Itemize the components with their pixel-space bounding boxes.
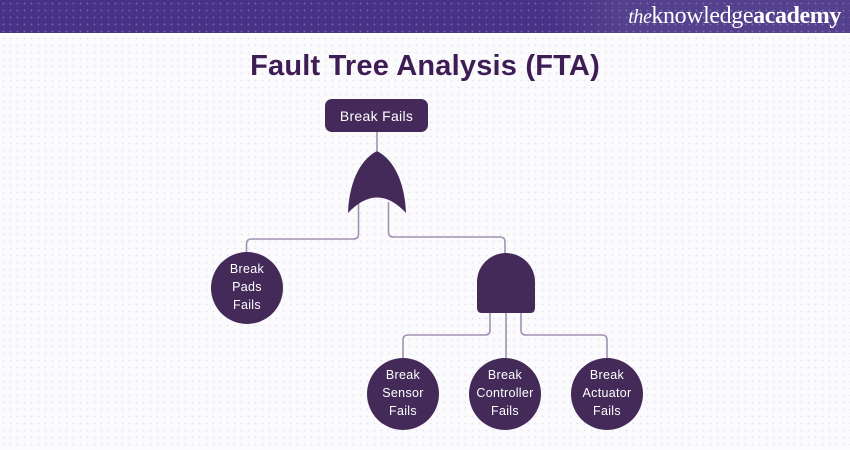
logic-gates	[348, 151, 535, 313]
event-label-line: Sensor	[382, 386, 424, 401]
event-label-line: Fails	[593, 403, 621, 418]
logo-word-academy: academy	[753, 3, 841, 29]
event-label-line: Break	[487, 368, 523, 383]
event-label-line: Fails	[491, 403, 519, 418]
logo-word-the: the	[628, 6, 652, 28]
event-label-line: Actuator	[582, 386, 632, 401]
wire-orgate-to-andgate	[387, 202, 506, 254]
wire-orgate-to-pads	[245, 202, 360, 253]
logo-background-panel	[550, 0, 850, 33]
event-label-line: Break	[229, 262, 265, 277]
wire-andgate-to-sensor	[402, 312, 491, 359]
page-title: Fault Tree Analysis (FTA)	[250, 50, 600, 82]
top-event-label: Break Fails	[339, 107, 414, 124]
or-gate-icon	[348, 151, 406, 213]
basic-event-break-pads: Break Pads Fails	[211, 252, 283, 324]
event-label-line: Fails	[389, 403, 417, 418]
event-label-line: Break	[385, 368, 421, 383]
event-label-line: Controller	[476, 386, 534, 401]
basic-event-break-sensor: Break Sensor Fails	[367, 358, 439, 430]
logo-word-knowledge: knowledge	[651, 3, 754, 29]
and-gate-icon	[477, 253, 535, 313]
event-label-line: Break	[589, 368, 625, 383]
wire-andgate-to-actuator	[520, 312, 608, 359]
event-label-line: Pads	[232, 280, 262, 295]
brand-logo: theknowledgeacademy	[628, 0, 841, 33]
top-event-box: Break Fails	[325, 99, 428, 132]
event-label-line: Fails	[233, 297, 261, 312]
connector-lines	[245, 132, 608, 359]
header-bar: theknowledgeacademy	[0, 0, 850, 35]
basic-event-break-controller: Break Controller Fails	[469, 358, 541, 430]
basic-event-break-actuator: Break Actuator Fails	[571, 358, 643, 430]
